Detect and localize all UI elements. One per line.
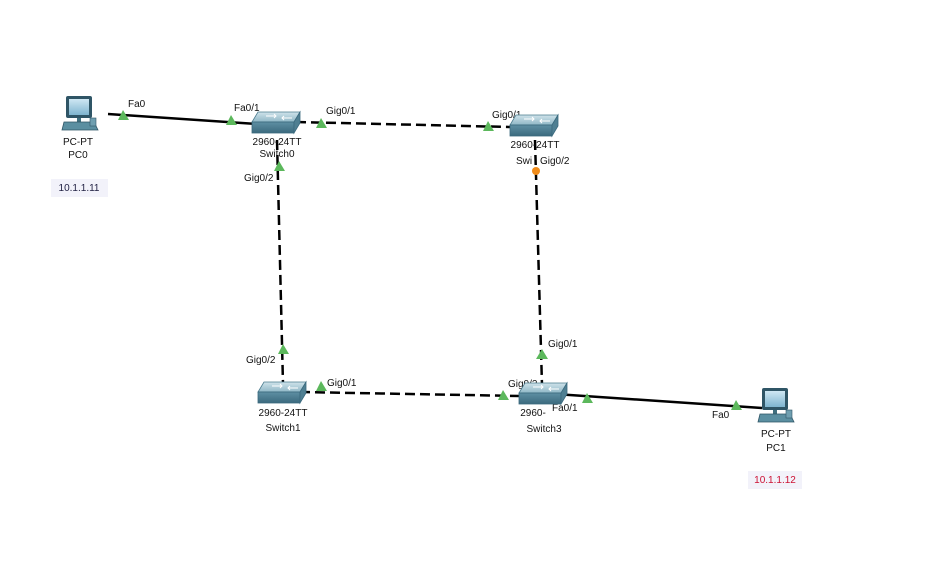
port-label-pc0-fa0: Fa0 — [128, 99, 146, 110]
port-up-icon — [316, 118, 327, 128]
link-switch2-switch3[interactable] — [533, 139, 544, 386]
pc0-ip-label: 10.1.1.11 — [59, 183, 100, 194]
pc1-ip-box — [748, 471, 802, 489]
pc0-name-label: PC0 — [68, 150, 88, 161]
port-label-switch2-gig0-2: Gig0/2 — [540, 156, 570, 167]
pc0-device[interactable]: PC-PT PC0 10.1.1.11 — [51, 95, 108, 197]
switch2-model-label: 2960-24TT — [511, 140, 560, 151]
pc0-model-label: PC-PT — [63, 137, 93, 148]
switch-icon[interactable] — [509, 114, 559, 137]
link-switch1-switch3[interactable] — [299, 390, 521, 398]
port-labels: Fa0 Fa0/1 Gig0/1 Gig0/1 Gig0/2 Gig0/2 Gi… — [128, 99, 730, 421]
port-label-switch3-fa0-1: Fa0/1 — [552, 403, 578, 414]
switch1-name-label: Switch1 — [265, 423, 300, 434]
port-label-switch0-gig0-1: Gig0/1 — [326, 106, 356, 117]
pc1-ip-label: 10.1.1.12 — [754, 475, 796, 486]
port-indicators — [118, 110, 742, 410]
switch0-name-label: Switch0 — [259, 149, 294, 160]
pc-icon[interactable] — [757, 387, 795, 423]
port-label-pc1-fa0: Fa0 — [712, 410, 730, 421]
port-blocked-icon — [532, 167, 540, 175]
links — [107, 112, 763, 410]
switch-icon[interactable] — [257, 381, 307, 404]
port-label-switch3-gig0-2: Gig0/2 — [508, 379, 538, 390]
switch3-name-label: Switch3 — [526, 424, 561, 435]
port-label-switch2-gig0-1: Gig0/1 — [492, 110, 522, 121]
link-switch0-switch2[interactable] — [295, 120, 511, 129]
switch2-name-label: Swi — [516, 156, 532, 167]
port-up-icon — [274, 161, 285, 171]
pc-icon[interactable] — [61, 95, 99, 131]
port-label-switch0-fa0-1: Fa0/1 — [234, 103, 260, 114]
switch0-model-label: 2960-24TT — [253, 137, 302, 148]
switch-icon[interactable] — [251, 111, 301, 134]
port-up-icon — [498, 390, 509, 400]
port-up-icon — [118, 110, 129, 120]
pc1-device[interactable]: PC-PT PC1 10.1.1.12 — [748, 387, 802, 489]
port-label-switch1-gig0-2: Gig0/2 — [246, 355, 276, 366]
port-up-icon — [536, 349, 548, 359]
pc1-model-label: PC-PT — [761, 429, 791, 440]
switch3-model-label: 2960- — [520, 408, 546, 419]
pc1-name-label: PC1 — [766, 443, 786, 454]
switch2-device[interactable]: 2960-24TT Swi Gig0/2 — [509, 114, 570, 167]
pc0-ip-box — [51, 179, 108, 197]
switch-icon[interactable] — [518, 382, 568, 405]
port-label-switch1-gig0-1: Gig0/1 — [327, 378, 357, 389]
port-up-icon — [731, 400, 742, 410]
switch0-device[interactable]: 2960-24TT Switch0 — [251, 111, 302, 160]
link-switch3-pc1[interactable] — [554, 392, 763, 410]
port-up-icon — [582, 393, 593, 403]
switch3-device[interactable]: 2960- Switch3 — [518, 382, 568, 435]
switch1-device[interactable]: 2960-24TT Switch1 — [257, 381, 308, 434]
port-up-icon — [483, 121, 494, 131]
port-label-switch0-gig0-2: Gig0/2 — [244, 173, 274, 184]
port-up-icon — [226, 115, 237, 125]
port-label-switch3-gig0-1: Gig0/1 — [548, 339, 578, 350]
switch1-model-label: 2960-24TT — [259, 408, 308, 419]
port-up-icon — [278, 344, 289, 354]
port-up-icon — [316, 381, 327, 391]
link-switch0-switch1[interactable] — [275, 139, 285, 385]
